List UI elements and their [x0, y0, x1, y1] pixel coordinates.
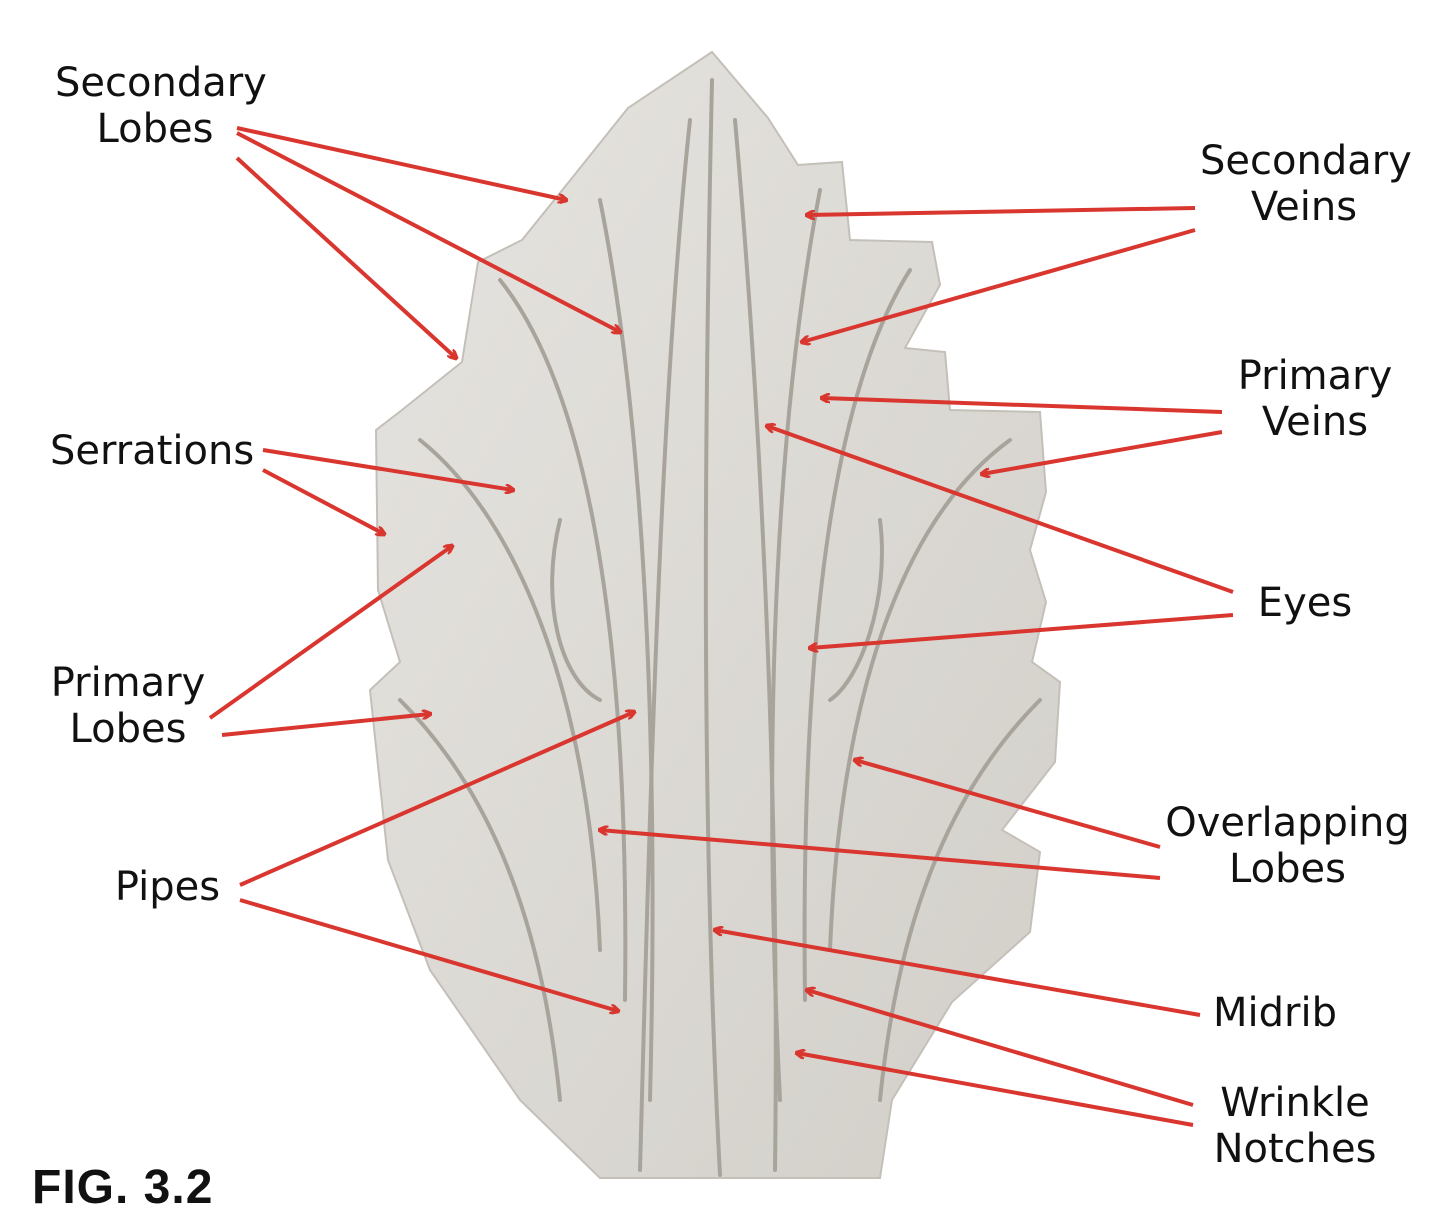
arrow-wrinkle-notches-2 — [797, 1053, 1194, 1127]
callout-arrows — [208, 126, 1234, 1127]
label-pipes: Pipes — [110, 864, 225, 910]
label-line: Notches — [1213, 1126, 1377, 1172]
arrow-primary-lobes-1 — [208, 546, 452, 720]
arrow-overlapping-lobes-2 — [600, 830, 1161, 880]
arrow-secondary-lobes-3 — [235, 156, 456, 358]
arrow-midrib — [715, 930, 1201, 1017]
arrow-serrations-1 — [262, 448, 513, 490]
label-line: Lobes — [69, 706, 187, 752]
arrow-overlapping-lobes-1 — [855, 760, 1161, 849]
label-line: Wrinkle — [1220, 1080, 1370, 1126]
arrow-secondary-veins-2 — [802, 228, 1196, 342]
leaf-silhouette — [368, 50, 1062, 1179]
label-line: Lobes — [96, 106, 214, 152]
label-line: Serrations — [50, 428, 255, 474]
label-line: Primary — [1237, 353, 1393, 399]
leaf-grooves — [398, 78, 1042, 1177]
label-line: Veins — [1261, 399, 1369, 445]
label-line: Primary — [50, 660, 206, 706]
label-line: Eyes — [1257, 580, 1353, 626]
arrow-primary-veins-2 — [982, 430, 1223, 474]
label-line: Lobes — [1229, 846, 1346, 892]
label-line: Secondary — [55, 60, 267, 106]
carved-leaf — [368, 50, 1062, 1179]
label-line: Veins — [1250, 184, 1358, 230]
arrow-eyes-2 — [810, 613, 1234, 648]
label-line: Pipes — [114, 864, 221, 910]
figure-label: FIG. 3.2 — [32, 1161, 214, 1214]
arrow-secondary-veins-1 — [807, 206, 1196, 215]
label-serrations: Serrations — [50, 428, 255, 474]
arrow-wrinkle-notches-1 — [807, 990, 1194, 1107]
arrow-secondary-lobes-1 — [236, 126, 566, 200]
arrow-pipes-2 — [239, 898, 618, 1011]
arrow-eyes-1 — [767, 426, 1234, 594]
label-eyes: Eyes — [1255, 580, 1355, 626]
arrow-secondary-lobes-2 — [236, 131, 620, 332]
arrow-primary-lobes-2 — [221, 714, 430, 737]
label-line: Midrib — [1213, 990, 1337, 1036]
label-line: Secondary — [1200, 138, 1412, 184]
label-line: Overlapping — [1165, 800, 1410, 846]
label-midrib: Midrib — [1205, 990, 1345, 1036]
arrow-serrations-2 — [262, 468, 384, 534]
arrow-primary-veins-1 — [822, 398, 1223, 414]
arrow-pipes-1 — [239, 712, 634, 887]
